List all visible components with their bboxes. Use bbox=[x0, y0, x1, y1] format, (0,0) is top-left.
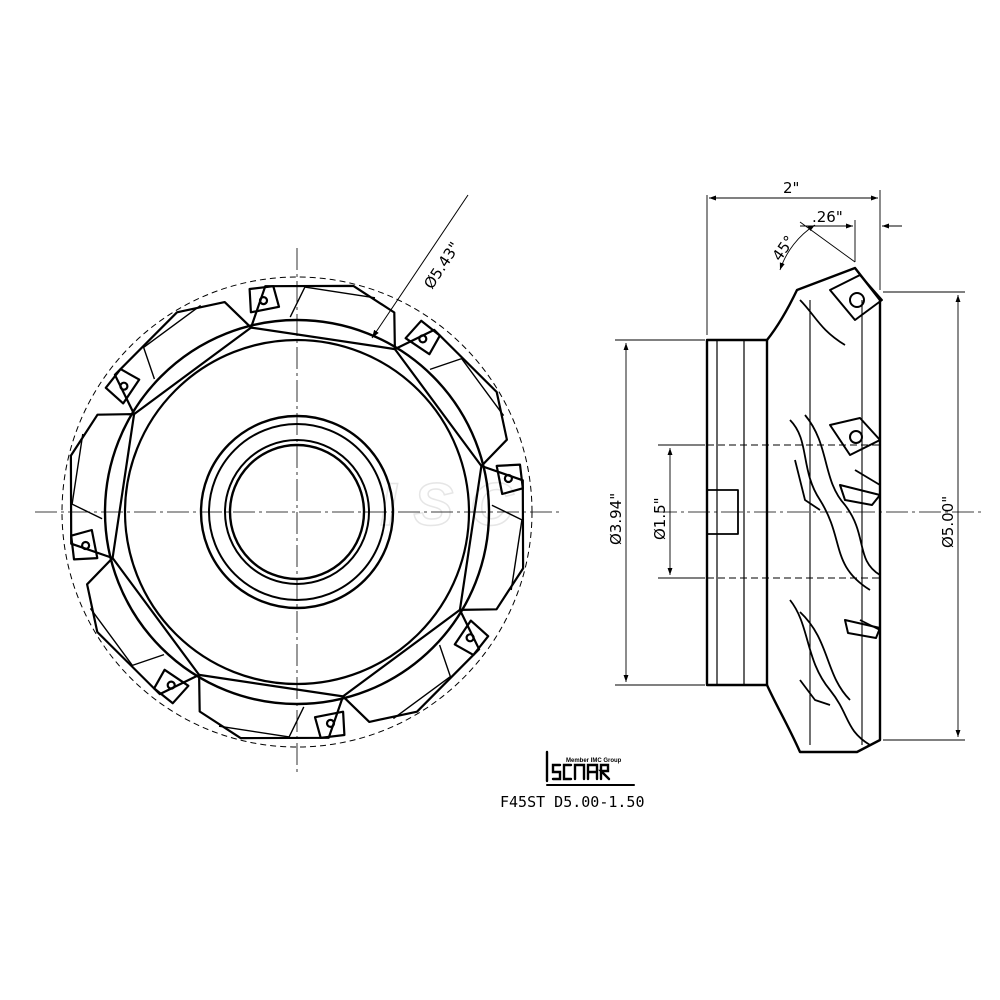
cutter-tooth bbox=[198, 673, 345, 740]
width-label: 2" bbox=[783, 179, 799, 197]
cutter-tooth bbox=[69, 413, 136, 560]
insert-screw bbox=[325, 718, 336, 729]
chamfer-label: .26" bbox=[812, 208, 843, 226]
tooth-insert bbox=[153, 668, 190, 705]
bore-hidden-lines bbox=[707, 444, 880, 579]
tooth-facet bbox=[392, 644, 452, 720]
cutting-diameter-label: Ø5.00" bbox=[939, 496, 957, 548]
side-inserts bbox=[829, 274, 883, 639]
watermark: I S C bbox=[380, 471, 515, 538]
tooth-insert bbox=[404, 319, 441, 356]
iscar-logo bbox=[545, 750, 635, 786]
cutter-tooth bbox=[249, 284, 396, 351]
insert-screw bbox=[119, 381, 129, 391]
front-center-lines bbox=[35, 248, 560, 775]
tooth-facet bbox=[429, 357, 505, 417]
insert-screw bbox=[258, 296, 269, 306]
cutter-teeth bbox=[69, 284, 525, 740]
tooth-insert bbox=[453, 619, 490, 656]
cutter-tooth bbox=[86, 556, 201, 696]
tooth-insert bbox=[70, 528, 99, 561]
tooth-insert bbox=[248, 285, 281, 314]
cutter-tooth bbox=[341, 608, 481, 723]
cutter-body bbox=[765, 266, 882, 754]
cutter-tooth bbox=[393, 328, 508, 468]
side-view bbox=[615, 190, 985, 754]
tooth-facet bbox=[491, 504, 523, 591]
extension-lines bbox=[615, 190, 965, 741]
part-number: F45ST D5.00-1.50 bbox=[500, 793, 645, 811]
logo-tagline: Member IMC Group bbox=[566, 758, 622, 764]
angle-label: 45° bbox=[769, 232, 799, 264]
bore-chamfer bbox=[224, 439, 370, 585]
body-diameter-label: Ø3.94" bbox=[607, 493, 625, 545]
hub-ring-outer bbox=[199, 414, 395, 610]
tooth-insert bbox=[495, 463, 524, 496]
shank bbox=[705, 338, 769, 687]
bore bbox=[228, 443, 366, 581]
body-inner-ring bbox=[123, 338, 471, 686]
outer-diameter-circle bbox=[61, 276, 533, 748]
bore-diameter-label: Ø1.5" bbox=[651, 497, 669, 540]
tooth-facet bbox=[218, 706, 305, 738]
insert-screw bbox=[503, 473, 513, 484]
keyway bbox=[707, 489, 739, 535]
tooth-facet bbox=[142, 304, 202, 380]
cutter-tooth bbox=[113, 301, 253, 416]
insert-screw bbox=[80, 540, 91, 551]
dimension-lines bbox=[623, 195, 961, 737]
tooth-facet bbox=[289, 286, 376, 318]
tooth-insert bbox=[313, 710, 346, 739]
hub-ring-mid bbox=[208, 423, 386, 601]
tooth-facet bbox=[89, 607, 165, 667]
cutter-tooth bbox=[458, 464, 525, 611]
tooth-facet bbox=[71, 433, 103, 520]
body-outline bbox=[103, 318, 491, 706]
insert-screw bbox=[465, 633, 475, 643]
outer-diameter-leader bbox=[371, 194, 469, 339]
front-view bbox=[35, 194, 560, 775]
tooth-insert bbox=[104, 368, 141, 405]
outer-diameter-label: Ø5.43" bbox=[420, 239, 463, 293]
helical-flutes bbox=[789, 299, 881, 746]
insert-screw bbox=[166, 680, 176, 690]
insert-screw bbox=[418, 334, 428, 344]
